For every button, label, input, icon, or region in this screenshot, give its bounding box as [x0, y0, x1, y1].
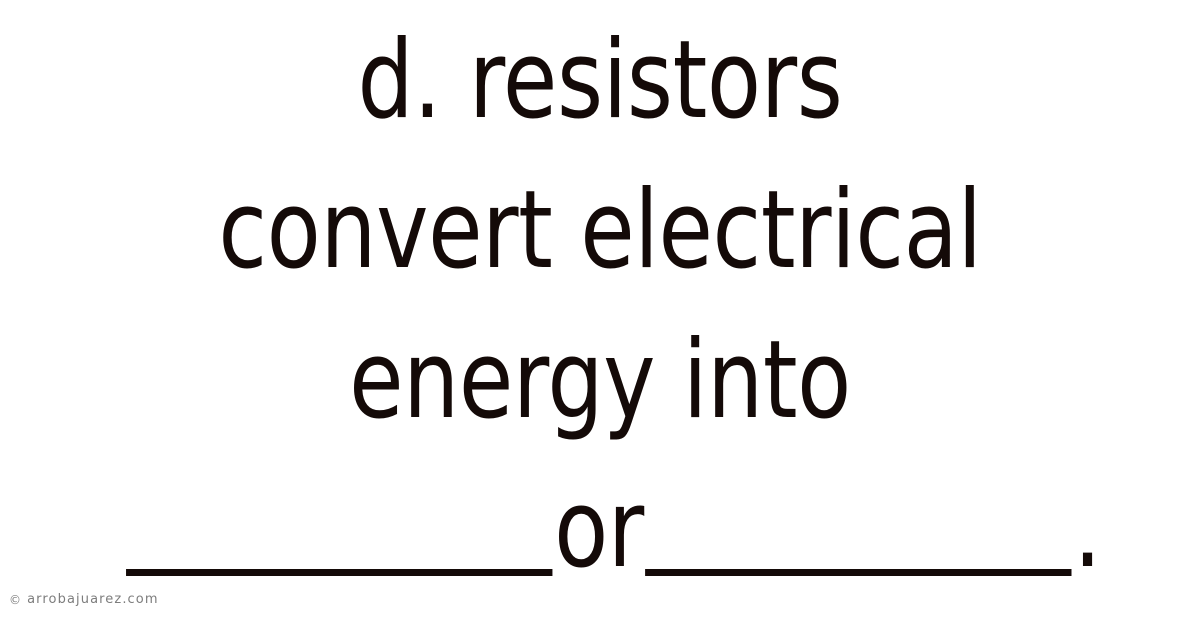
answer-blank-1	[126, 491, 553, 576]
answer-blank-2	[645, 491, 1072, 576]
watermark: © arrobajuarez.com	[9, 592, 159, 608]
watermark-label: arrobajuarez.com	[27, 592, 159, 607]
question-text-block: d. resistors convert electrical energy i…	[126, 18, 1102, 592]
question-line-2: convert electrical	[218, 168, 982, 293]
copyright-icon: ©	[9, 593, 23, 607]
question-line-1: d. resistors	[357, 18, 843, 143]
blank-separator-label: or	[554, 467, 644, 592]
sentence-terminator: .	[1073, 467, 1102, 592]
question-line-4: or .	[124, 456, 1102, 604]
question-line-3: energy into	[349, 318, 851, 443]
